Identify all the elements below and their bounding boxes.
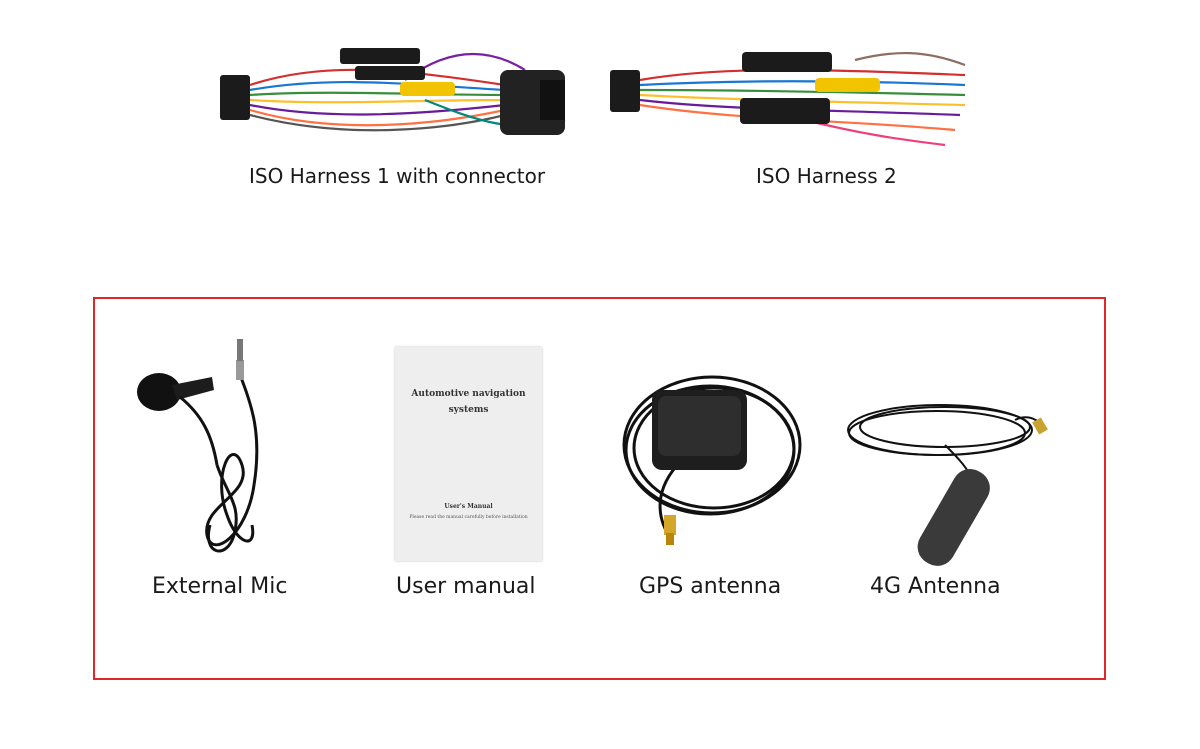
mic-head xyxy=(137,373,181,411)
sma-connector xyxy=(1032,417,1048,435)
manual-note: Please read the manual carefully before … xyxy=(409,515,528,520)
iso-harness-2-image xyxy=(610,51,966,147)
mic-clip xyxy=(172,377,214,400)
gps-antenna-image xyxy=(622,375,802,545)
harness-plug xyxy=(220,75,250,120)
manual-title-line1: Automotive navigation xyxy=(411,389,526,399)
manual-title-line2: systems xyxy=(448,405,489,415)
iso-harness-1-image xyxy=(220,48,566,135)
external-mic-caption: External Mic xyxy=(152,574,288,599)
iso-harness-1-caption: ISO Harness 1 with connector xyxy=(249,164,546,188)
manual-subtitle: User's Manual xyxy=(444,503,493,510)
harness-plug xyxy=(610,70,640,112)
user-manual-cover: Automotive navigation systems User's Man… xyxy=(395,347,542,561)
4g-antenna-caption: 4G Antenna xyxy=(870,574,1001,599)
accessories-frame xyxy=(93,297,1106,680)
user-manual-caption: User manual xyxy=(396,574,536,599)
antenna-stick xyxy=(917,469,990,566)
4g-antenna-image xyxy=(847,404,1048,566)
gps-antenna-caption: GPS antenna xyxy=(639,574,782,599)
external-mic-image xyxy=(137,339,259,553)
iso-harness-2-caption: ISO Harness 2 xyxy=(756,164,897,188)
sma-connector xyxy=(664,515,676,535)
